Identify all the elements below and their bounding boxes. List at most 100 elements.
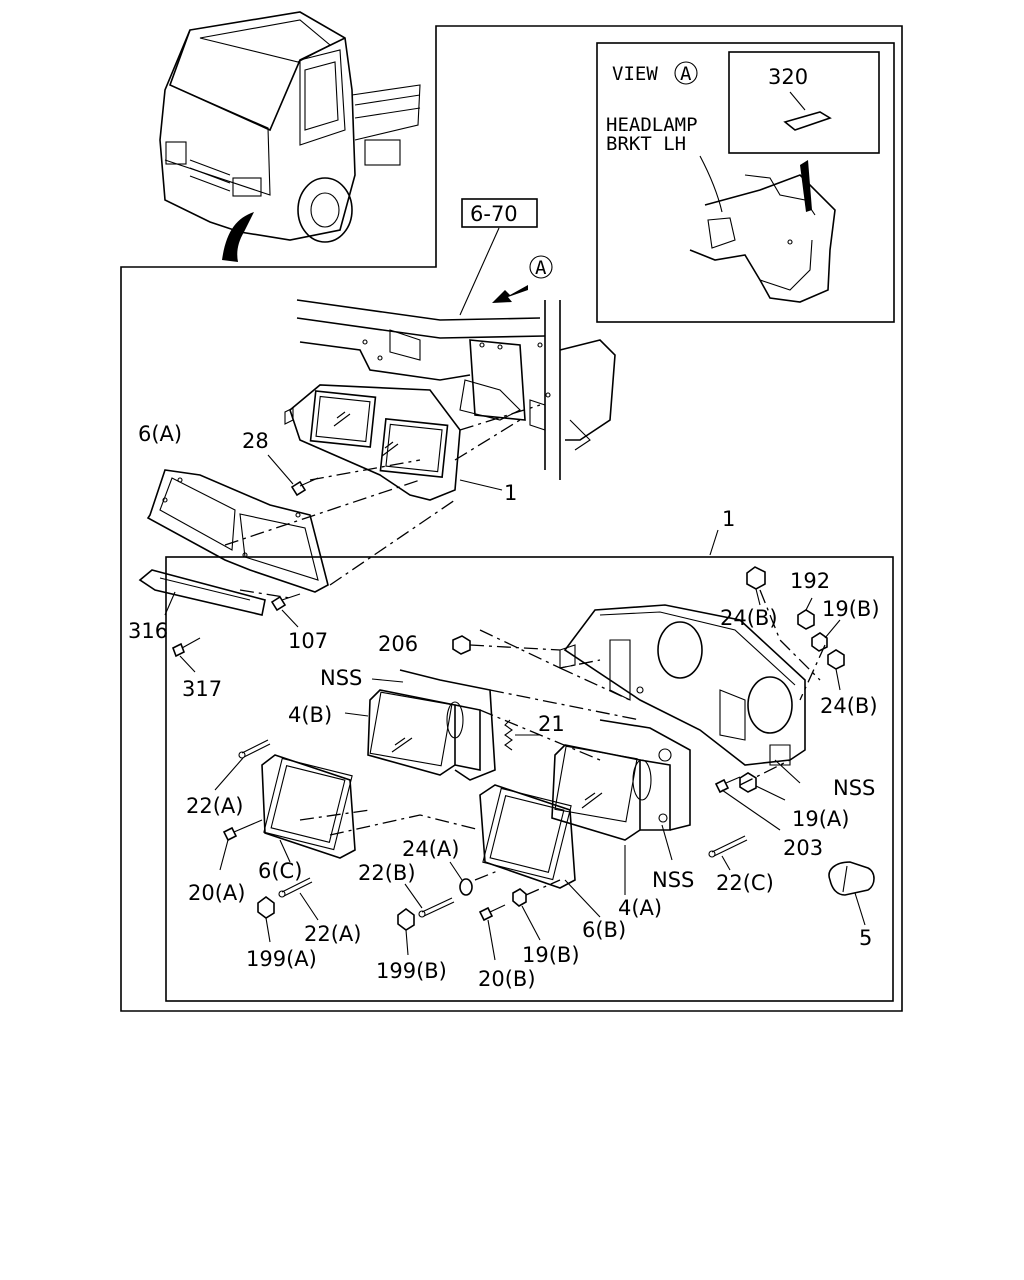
headlamp-assembly-upper (284, 384, 461, 501)
headlamp-housing (559, 604, 806, 766)
lamp-4b (367, 669, 496, 781)
screw-20b (478, 904, 506, 961)
view-label-line1: HEADLAMP (606, 114, 698, 136)
label-22a-1: 22(A) (186, 794, 243, 818)
view-title: VIEW (612, 63, 658, 85)
label-22c: 22(C) (716, 871, 774, 895)
leader-dash (224, 479, 421, 546)
leader (371, 678, 404, 683)
leader (459, 479, 503, 491)
label-24b-2: 24(B) (820, 694, 878, 718)
leader-dash (799, 644, 826, 701)
leader-dash (329, 499, 456, 586)
leader-dash (239, 589, 291, 599)
label-nss-2: NSS (833, 776, 875, 800)
label-203: 203 (783, 836, 823, 860)
clip-206 (452, 635, 471, 655)
label-24a: 24(A) (402, 837, 459, 861)
label-4b: 4(B) (288, 703, 332, 727)
lamp-4a (551, 719, 691, 841)
leader (661, 824, 673, 861)
leader-dash (309, 459, 421, 481)
label-22a-2: 22(A) (304, 922, 361, 946)
leader-dash (559, 667, 631, 701)
leader-dash (454, 419, 521, 461)
nut-19b-top (811, 619, 841, 652)
bezel-6b (479, 784, 576, 889)
label-20b: 20(B) (478, 967, 536, 991)
arrow-a-marker: A (535, 257, 547, 279)
view-a-detail: VIEW A HEADLAMP BRKT LH 320 (606, 61, 836, 303)
label-6b: 6(B) (582, 918, 626, 942)
ref-box-6-70 (461, 198, 538, 228)
leader (564, 879, 601, 918)
label-199a: 199(A) (246, 947, 317, 971)
label-4a: 4(A) (618, 896, 662, 920)
leader-dash (474, 869, 501, 881)
label-19b-1: 19(B) (822, 597, 880, 621)
nut-19a (739, 772, 786, 801)
label-6c: 6(C) (258, 859, 302, 883)
nut-24b-right (827, 649, 845, 691)
label-5: 5 (859, 926, 872, 950)
label-192: 192 (790, 569, 830, 593)
label-107: 107 (288, 629, 328, 653)
leader-dash (329, 814, 481, 836)
sub-assembly-frame (165, 556, 894, 1002)
leader-dash (739, 759, 791, 786)
clip-192 (797, 597, 815, 630)
leader-dash (299, 809, 371, 821)
chassis-frame (296, 299, 616, 480)
bezel-6a (146, 469, 329, 593)
bulb-5 (828, 861, 875, 926)
label-21: 21 (538, 712, 565, 736)
view-marker: A (680, 63, 692, 85)
leader (279, 839, 291, 863)
spring-21 (504, 719, 540, 751)
screw-22a-bottom (278, 877, 319, 921)
label-317: 317 (182, 677, 222, 701)
screw-20a (219, 819, 263, 871)
nut-19b-lower (512, 888, 541, 941)
label-20a: 20(A) (188, 881, 245, 905)
label-nss-1: NSS (320, 666, 362, 690)
leader-dash (525, 879, 561, 896)
view-arrow (492, 285, 528, 303)
leader-dash (479, 629, 601, 669)
screw-22a-top (214, 739, 271, 791)
screw-317 (171, 637, 201, 673)
leader-dash (469, 644, 561, 651)
label-24b-1: 24(B) (720, 606, 778, 630)
label-19b-2: 19(B) (522, 943, 580, 967)
nut-24a (449, 861, 473, 896)
part-320-box (728, 51, 880, 154)
nut-24b-top (746, 566, 766, 606)
label-206: 206 (378, 632, 418, 656)
view-label-line2: BRKT LH (606, 133, 686, 155)
label-19a: 19(A) (792, 807, 849, 831)
ref-box-label: 6-70 (470, 202, 518, 226)
label-1-mid: 1 (722, 507, 735, 531)
main-frame (120, 25, 903, 1012)
strip-316 (138, 569, 266, 616)
leader-dash (479, 709, 601, 761)
label-22b: 22(B) (358, 861, 416, 885)
clip-199b (397, 908, 415, 956)
leader (344, 712, 369, 717)
label-nss-3: NSS (652, 868, 694, 892)
label-1-top: 1 (504, 481, 517, 505)
leader (774, 759, 801, 784)
screw-203 (714, 776, 781, 831)
clip-199a (257, 896, 275, 943)
leader (709, 529, 719, 556)
bolt-28 (267, 454, 319, 497)
leader (164, 591, 176, 616)
label-28: 28 (242, 429, 269, 453)
screw-22b (404, 883, 455, 918)
label-6a: 6(A) (138, 422, 182, 446)
label-316: 316 (128, 619, 168, 643)
label-199b: 199(B) (376, 959, 447, 983)
view-frame (596, 42, 895, 323)
part-320-number: 320 (768, 65, 808, 89)
